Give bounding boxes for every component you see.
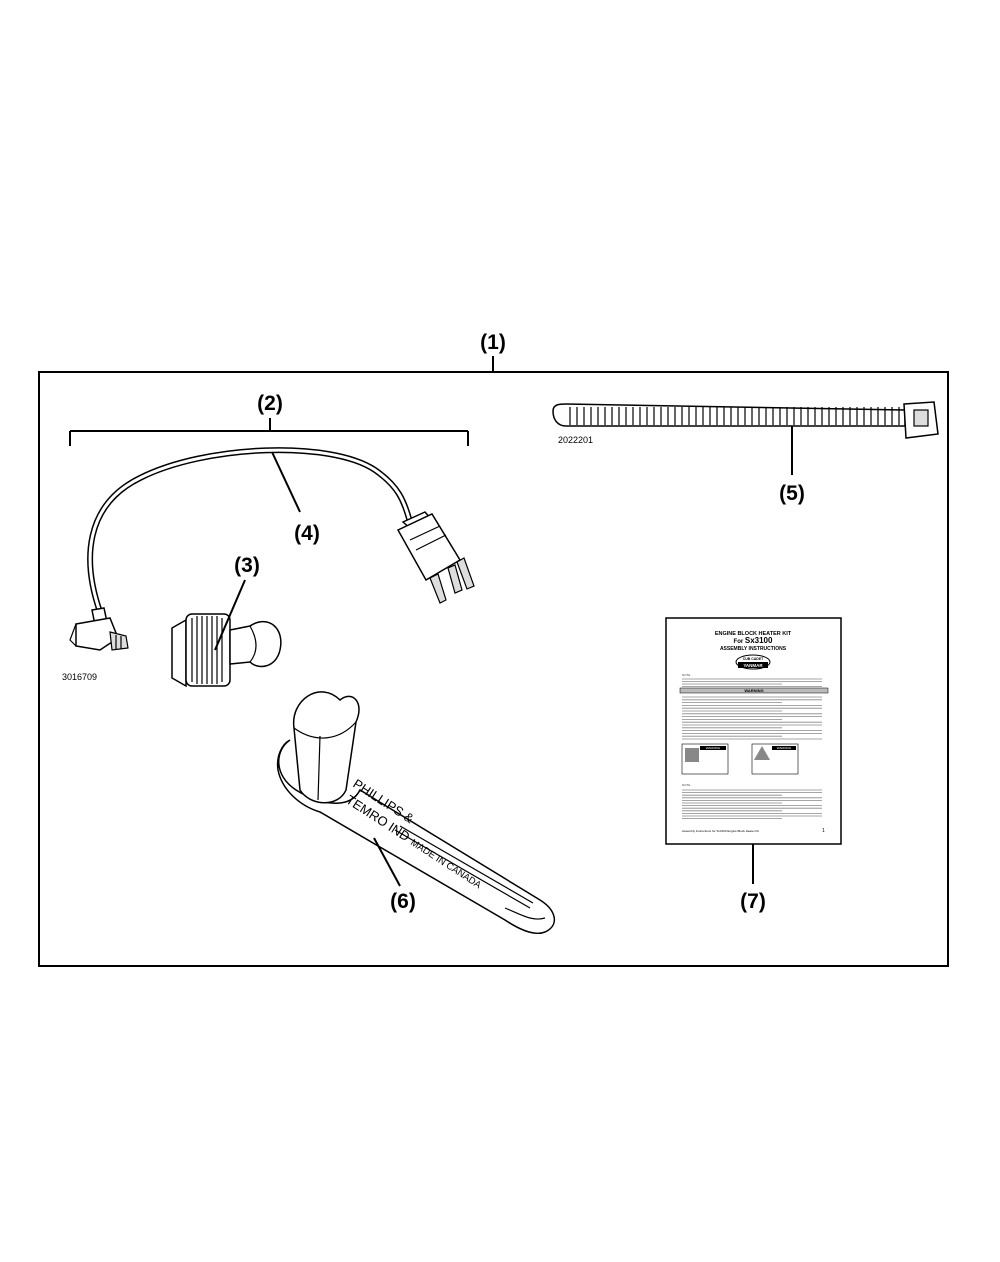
manual-title-for: For: [734, 639, 744, 645]
manual-logo-bottom: YANMAR: [743, 663, 763, 668]
manual-text-lines: [682, 696, 822, 740]
manual-warning-box-2: WARNING: [777, 746, 792, 750]
callout-heater-element: (3): [234, 554, 260, 577]
heater-element-leader: [214, 579, 246, 651]
cable-tie-part-number: 2022201: [558, 435, 593, 445]
svg-text:For Sx3100: For Sx3100: [734, 636, 773, 645]
cord-assembly-bracket: [69, 418, 469, 446]
installation-tool: PHILLIPS & TEMRO IND MADE IN CANADA: [276, 691, 555, 934]
cable-tie: [552, 401, 939, 439]
callout-kit: (1): [480, 331, 506, 354]
manual-warning-box-1: WARNING: [706, 746, 721, 750]
callout-tool: (6): [390, 890, 416, 913]
manual-text-lines: [682, 789, 822, 819]
manual-warning-banner: WARNING: [744, 688, 763, 693]
power-cord: [69, 447, 475, 651]
callout-power-cord: (4): [294, 522, 320, 545]
power-cord-part-number: 3016709: [62, 672, 97, 682]
callout-cable-tie: (5): [779, 482, 805, 505]
tool-leader: [373, 837, 401, 887]
manual-footer: Assembly Instructions for Sx3100 Engine …: [682, 829, 759, 833]
heater-element: [171, 613, 282, 688]
callout-instructions: (7): [740, 890, 766, 913]
manual-title-line1: ENGINE BLOCK HEATER KIT: [715, 631, 792, 637]
power-cord-leader: [271, 451, 301, 513]
manual-title-line3: ASSEMBLY INSTRUCTIONS: [720, 646, 787, 652]
instructions-booklet: ENGINE BLOCK HEATER KIT For Sx3100 ASSEM…: [665, 617, 842, 845]
manual-logo-top: CUB CADET: [743, 657, 764, 661]
manual-text-lines: [682, 678, 822, 687]
callout-cord-assembly: (2): [257, 392, 283, 415]
manual-note-label-1: NOTE: [682, 673, 690, 677]
manual-note-label-2: NOTE: [682, 783, 690, 787]
manual-title-model: Sx3100: [745, 636, 773, 645]
manual-page-number: 1: [822, 828, 825, 834]
